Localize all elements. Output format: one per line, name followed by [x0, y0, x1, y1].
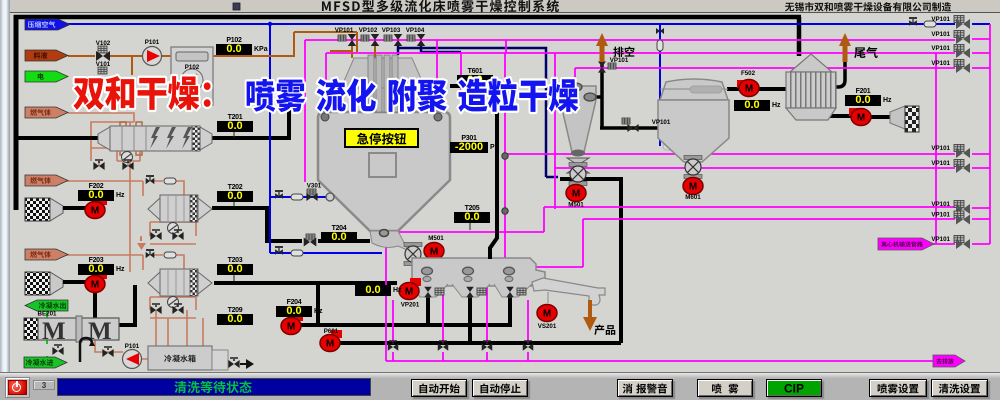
svg-text:V101: V101: [96, 61, 111, 68]
svg-text:M601: M601: [685, 194, 701, 201]
svg-text:M: M: [42, 318, 66, 345]
svg-text:VP101: VP101: [931, 160, 950, 167]
svg-text:BE201: BE201: [38, 311, 57, 318]
svg-text:VP101: VP101: [610, 57, 629, 64]
svg-text:VP101: VP101: [652, 119, 671, 126]
svg-text:VP102: VP102: [359, 27, 378, 34]
svg-text:VP101: VP101: [931, 236, 950, 243]
svg-text:P601: P601: [324, 328, 339, 335]
svg-text:V301: V301: [307, 183, 322, 190]
svg-text:VP101: VP101: [931, 31, 950, 38]
svg-text:P101: P101: [145, 39, 160, 46]
svg-text:F502: F502: [741, 70, 756, 77]
svg-text:V102: V102: [96, 40, 111, 47]
svg-text:VP101: VP101: [335, 27, 354, 34]
svg-text:M: M: [91, 206, 99, 217]
svg-text:CIP: CIP: [784, 382, 804, 396]
svg-text:VP101: VP101: [931, 145, 950, 152]
svg-text:P102: P102: [185, 64, 200, 71]
svg-text:M: M: [91, 280, 99, 291]
svg-text:M501: M501: [568, 202, 584, 209]
svg-text:VP101: VP101: [931, 60, 950, 67]
svg-text:M: M: [326, 339, 334, 350]
svg-text:M: M: [287, 322, 295, 333]
svg-text:VP201: VP201: [401, 302, 420, 309]
svg-text:M: M: [745, 84, 753, 95]
svg-text:M501: M501: [428, 235, 444, 242]
svg-text:VS201: VS201: [538, 323, 557, 330]
svg-text:VP101: VP101: [931, 45, 950, 52]
svg-text:M: M: [543, 309, 551, 320]
svg-text:M: M: [572, 189, 580, 200]
svg-text:VP104: VP104: [406, 27, 425, 34]
svg-text:VP101: VP101: [931, 16, 950, 23]
svg-text:M: M: [88, 318, 112, 345]
svg-text:M: M: [405, 287, 413, 298]
svg-text:M: M: [857, 113, 865, 124]
svg-text:M: M: [689, 182, 697, 193]
svg-text:VP101: VP101: [931, 212, 950, 219]
svg-text:M: M: [430, 247, 438, 258]
svg-text:P101: P101: [125, 343, 140, 350]
svg-text:VP101: VP101: [931, 201, 950, 208]
svg-text:VP103: VP103: [382, 27, 401, 34]
